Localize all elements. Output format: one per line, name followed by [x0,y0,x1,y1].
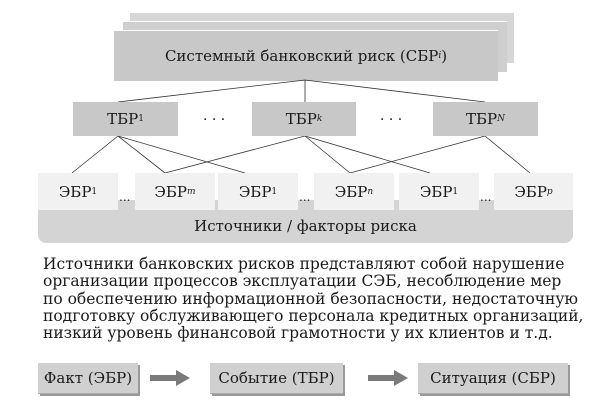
description-paragraph: Источники банковских рисков представляют… [43,255,584,343]
arrow-right-icon [150,370,190,386]
ebr-label: ЭБР [514,182,547,201]
systemic-risk-close: ) [441,47,448,65]
line-tbr1-ebr1b [117,135,246,174]
ellipsis: ... [480,190,492,204]
systemic-risk-label: Системный банковский риск (СБР [164,47,439,65]
ebr-sub: 1 [452,186,459,197]
connector-lines [71,79,531,174]
tbr-label: ТБР [107,110,139,128]
ebr-label: ЭБР [238,182,272,201]
ellipsis: ... [119,190,131,204]
ebr-sub: p [546,186,553,197]
tbr-label: ТБР [285,110,317,128]
sources-bar: Источники / факторы риска [38,200,573,243]
ebr-label: ЭБР [154,182,188,201]
flow-event-label: Событие (ТБР) [218,369,335,387]
tbr-sub: N [497,114,505,124]
flow-fact: Факт (ЭБР) [38,363,138,394]
line-tbr1-ebrm [117,135,166,174]
flow-fact-label: Факт (ЭБР) [43,369,133,387]
tbr-sub: k [316,114,323,124]
ellipsis: · · · [203,112,226,128]
sources-label: Источники / факторы риска [194,217,417,235]
line-sbr-tbr1 [117,79,306,103]
flow-event: Событие (ТБР) [210,363,343,394]
ebr-sub: n [367,186,374,197]
line-tbrn-ebrp [484,135,531,174]
flow-situation: Ситуация (СБР) [418,363,568,394]
arrow-right-icon [368,370,408,386]
line-tbrn-ebrn [349,135,486,174]
line-tbrk-ebrn [304,135,351,174]
ebr-sub: m [187,186,196,197]
line-tbr1-ebr1 [71,135,119,174]
tbr-sub: 1 [138,114,144,124]
line-tbrk-ebrm [164,135,306,174]
line-sbr-tbrn [304,79,486,103]
tbr-label: ТБР [466,110,498,128]
ebr-sub: 1 [271,186,278,197]
ebr-label: ЭБР [58,182,92,201]
ebr-label: ЭБР [334,182,368,201]
flow-situation-label: Ситуация (СБР) [430,369,556,387]
ellipsis: ... [299,190,311,204]
ebr-label: ЭБР [419,182,453,201]
ellipsis: · · · [380,112,403,128]
line-tbrk-ebr1c [304,135,431,174]
ebr-sub: 1 [91,186,98,197]
systemic-risk-sub: i [438,51,442,61]
